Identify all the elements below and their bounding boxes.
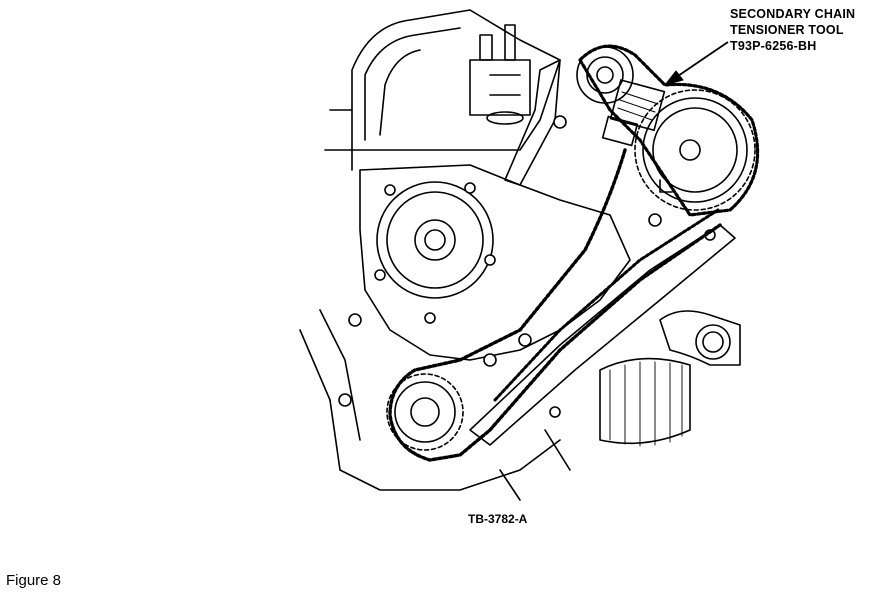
secondary-timing-chain bbox=[578, 44, 760, 217]
primary-timing-chain bbox=[388, 148, 722, 462]
callout-arrow bbox=[663, 41, 729, 86]
bracket bbox=[504, 59, 561, 186]
callout-line-1: SECONDARY CHAIN bbox=[730, 7, 856, 21]
tool-callout-label: SECONDARY CHAIN TENSIONER TOOL T93P-6256… bbox=[730, 6, 855, 54]
lower-block bbox=[319, 309, 561, 491]
crankshaft-sprocket bbox=[386, 373, 464, 451]
drawing-code: TB-3782-A bbox=[468, 512, 528, 526]
ignition-coil bbox=[469, 24, 531, 125]
callout-line-2: TENSIONER TOOL bbox=[730, 23, 844, 37]
bolts bbox=[338, 115, 662, 407]
oil-filter bbox=[599, 357, 691, 447]
intake-manifold bbox=[351, 9, 561, 151]
callout-line-3: T93P-6256-BH bbox=[730, 39, 817, 53]
figure-caption: Figure 8 bbox=[6, 572, 62, 589]
camshaft-sprocket bbox=[634, 89, 756, 211]
crank-front-pulley bbox=[376, 181, 494, 299]
water-outlet bbox=[659, 310, 741, 366]
chain-guide bbox=[469, 224, 736, 446]
